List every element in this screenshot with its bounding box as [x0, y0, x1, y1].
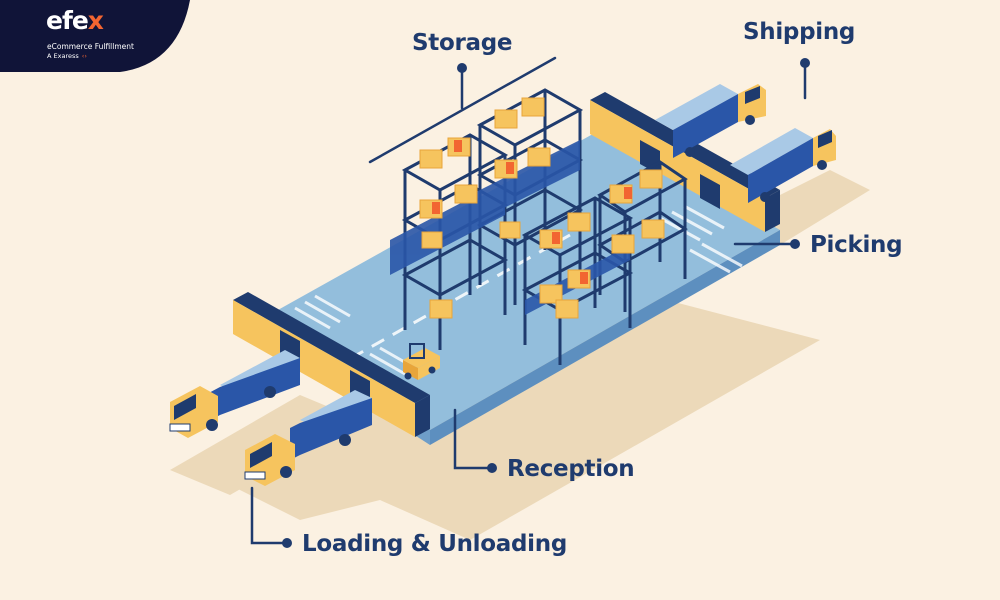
loading-unloading-label: Loading & Unloading [302, 531, 567, 557]
brand-tagline: eCommerce Fulfillment [47, 42, 134, 51]
brand-subline: A Exaress‹› [47, 52, 87, 60]
brand-badge-shape [0, 0, 190, 72]
callout-dots [282, 58, 810, 548]
storage-bracket [368, 56, 557, 164]
picking-label: Picking [810, 232, 903, 258]
storage-boxes [419, 97, 665, 319]
shipping-truck-2 [730, 128, 836, 203]
shipping-label: Shipping [743, 19, 856, 45]
forklift [403, 343, 440, 380]
shipping-truck-1 [655, 84, 766, 158]
brand-badge: efex eCommerce Fulfillment A Exaress‹› [0, 0, 190, 72]
storage-label: Storage [412, 30, 513, 56]
brand-logo: efex [46, 6, 104, 35]
callout-lines [250, 56, 807, 545]
reception-label: Reception [507, 456, 635, 482]
reception-leader [453, 408, 494, 470]
loading-truck-1 [169, 350, 300, 438]
loading-leader [250, 486, 289, 545]
loading-truck-2 [244, 390, 372, 486]
